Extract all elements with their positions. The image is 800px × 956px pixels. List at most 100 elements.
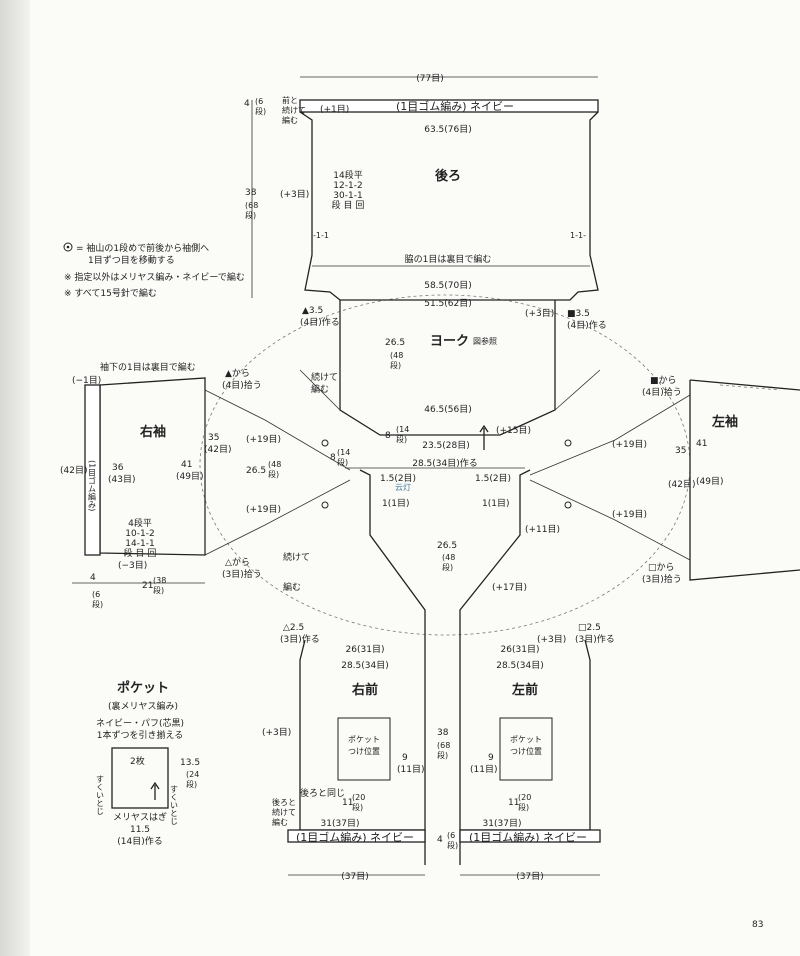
arrow-up-icon [479, 424, 489, 450]
right-front-inc3: (+3目) [262, 727, 291, 738]
right-sleeve: 右袖 袖下の1目は裏目で編む (−1目) (−3目) (42目) (1目ゴム編み… [60, 361, 231, 609]
yoke-cont2: 編む [283, 581, 301, 593]
yoke-inc11: (+11目) [525, 524, 560, 535]
left-front-p11b: (20 [518, 793, 531, 802]
right-front-edge [359, 469, 426, 865]
right-front-cont-note: 後ろと [272, 797, 296, 807]
yoke-h265: 26.5 [385, 338, 405, 348]
left-front-bottom: (37目) [516, 871, 543, 882]
right-sleeve-h35b: (42目) [204, 444, 231, 455]
left-sleeve-title: 左袖 [712, 414, 738, 430]
pocket-w115: 11.5 [130, 825, 150, 835]
pocket-slip-l: すくいとじ [96, 775, 105, 815]
back-inc-top: (+1目) [320, 104, 349, 115]
right-sleeve-len38: (38 [153, 576, 166, 585]
pocket-slip-r: すくいとじ [170, 785, 179, 825]
back-dec-row: 14段平 [333, 169, 362, 181]
yoke-s15r: 1.5(2目) [475, 473, 511, 484]
left-front-w26: 26(31目) [501, 644, 540, 655]
left-sleeve-h41: 41 [696, 439, 707, 449]
yoke-inc19: (+19目) [612, 509, 647, 520]
right-front-w26: 26(31目) [346, 644, 385, 655]
pocket-h24dan: 段) [186, 779, 197, 789]
yoke-cont-note: 続けて [311, 371, 338, 383]
book-spine-shadow [0, 0, 30, 956]
left-front-title: 左前 [512, 682, 538, 698]
right-sleeve-dec-row: 4段平 [128, 517, 152, 529]
right-sleeve-rib6: (6 [92, 590, 100, 599]
marker-icon [564, 501, 572, 509]
right-front-h265: 26.5 [437, 541, 457, 551]
right-front-pocket [337, 717, 391, 781]
left-front-pocket-label: つけ位置 [510, 746, 542, 756]
right-front-h38: 38 [437, 728, 449, 738]
left-sleeve-h35b: (42目) [668, 479, 695, 490]
yoke-cont-note: 編む [311, 383, 329, 395]
marker-icon [321, 501, 329, 509]
pocket-yarn2: 1本ずつを引き揃える [97, 729, 183, 741]
back-purl-note: 脇の1目は裏目で編む [405, 253, 492, 265]
right-sleeve-title: 右袖 [139, 424, 166, 440]
right-sleeve-h36: 36 [112, 463, 124, 473]
left-front-rib-band [459, 829, 601, 843]
left-front-p11: 11 [508, 798, 519, 808]
back-dec-row: 段 目 回 [332, 199, 365, 211]
yoke: ヨーク 図参照 ▲3.5 (4目)作る ■3.5 (4目)作る (+3目) 26… [204, 300, 691, 865]
yoke-inc19: (+19目) [246, 434, 281, 445]
pocket-sub: (裏メリヤス編み) [108, 700, 178, 712]
arrow-up-icon [150, 781, 160, 800]
yoke-h8: 8 [385, 431, 391, 441]
yoke-h14dan: 段) [396, 434, 407, 444]
right-sleeve-purl-note: 袖下の1目は裏目で編む [100, 361, 196, 373]
right-front-cont-note: 編む [272, 817, 288, 827]
left-front-p11c: 段) [518, 802, 529, 812]
yoke-w265c: 段) [268, 469, 279, 479]
notes-block: = 袖山の1段めで前後から袖側へ 1目ずつ目を移動する ※ 指定以外はメリヤス編… [63, 242, 245, 299]
right-front-pocket-label: ポケット [348, 735, 380, 744]
note-line: = 袖山の1段めで前後から袖側へ [76, 242, 209, 254]
right-front-bottom: (37目) [341, 871, 368, 882]
back-top-width: (77目) [416, 73, 443, 84]
yoke-sq-r: ■3.5 [567, 309, 590, 319]
yoke-inc19: (+19目) [246, 504, 281, 515]
left-front: □2.5 (3目)作る (+3目) 26(31目) 28.5(34目) 左前 ポ… [459, 623, 615, 882]
left-front-pocket [499, 717, 553, 781]
back-ribbing-label: (1目ゴム編み) ネイビー [396, 99, 514, 113]
marker-icon [564, 439, 572, 447]
yoke-from-tri2: (4目)拾う [222, 379, 262, 391]
yoke-w465: 46.5(56目) [424, 404, 472, 415]
right-sleeve-dec-row: 10-1-2 [125, 529, 154, 539]
right-sleeve-h41b: (49目) [176, 471, 203, 482]
right-front-cont-note: 続けて [272, 807, 296, 817]
note-marker-dot-icon [66, 245, 70, 249]
yoke-h14: (14 [396, 425, 409, 434]
right-sleeve-h41: 41 [181, 460, 192, 470]
right-sleeve-h36b: (43目) [108, 474, 135, 485]
yoke-sq-r2: (4目)作る [567, 319, 607, 331]
back-height-dan: 段) [245, 210, 256, 220]
back-cont-note: 編む [282, 115, 298, 125]
yoke-hdan: 段) [390, 360, 401, 370]
right-front-same-back: 後ろと同じ [300, 787, 345, 799]
left-front-p9: 9 [488, 753, 494, 763]
right-sleeve-dec-row: 14-1-1 [125, 539, 154, 549]
yoke-one-r: 1(1目) [482, 498, 509, 509]
yoke-inc19: (+19目) [612, 439, 647, 450]
right-front-tri: △2.5 [283, 623, 304, 633]
note-line: ※ 指定以外はメリヤス編み・ネイビーで編む [64, 271, 245, 283]
left-front-ribbing: (1目ゴム編み) ネイビー [469, 830, 587, 844]
right-front-tri2: (3目)作る [280, 633, 320, 645]
right-front-p9: 9 [402, 753, 408, 763]
back-cont-note: 前と [282, 95, 298, 105]
left-sleeve-outline [689, 379, 800, 581]
yoke-from-dtri2: (3目)拾う [222, 568, 262, 580]
right-front-ribbing: (1目ゴム編み) ネイビー [296, 830, 414, 844]
page-number: 83 [752, 920, 763, 930]
right-front-h68: (68 [437, 741, 450, 750]
back-rib-dan: 段) [255, 106, 266, 116]
right-front: △2.5 (3目)作る 26(31目) 28.5(34目) 右前 (+3目) ポ… [262, 541, 458, 882]
right-sleeve-h35: 35 [208, 433, 219, 443]
right-sleeve-rib4: 4 [90, 573, 96, 583]
